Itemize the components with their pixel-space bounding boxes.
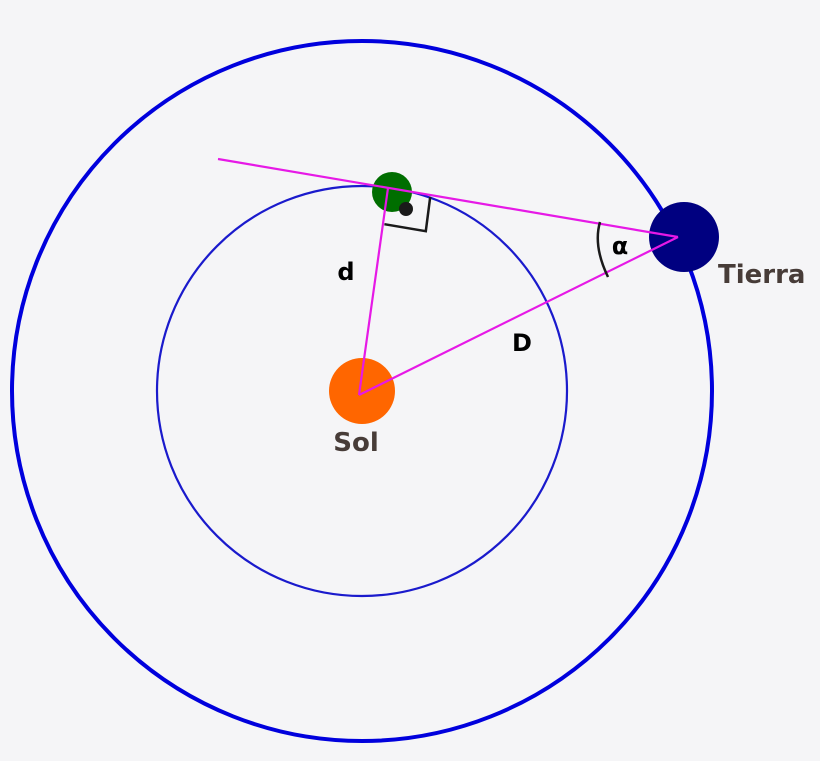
inner-planet-orbit xyxy=(155,184,569,598)
sun-earth-line xyxy=(358,236,679,396)
earth-label: Tierra xyxy=(718,260,805,290)
right-angle-marker xyxy=(384,196,432,233)
outer-radius-label: D xyxy=(512,329,532,357)
geometry-lines xyxy=(217,157,679,396)
tangent-sightline xyxy=(217,157,679,239)
angle-label: α xyxy=(612,232,629,260)
sun-label: Sol xyxy=(333,428,379,458)
inner-radius-label: d xyxy=(337,258,354,286)
angle-arc xyxy=(596,221,610,278)
earth-orbit xyxy=(10,39,714,743)
inner-planet xyxy=(372,172,412,212)
earth xyxy=(649,202,719,272)
right-angle-dot xyxy=(399,202,413,216)
sun-planet-line xyxy=(357,187,390,396)
sun xyxy=(329,358,395,424)
